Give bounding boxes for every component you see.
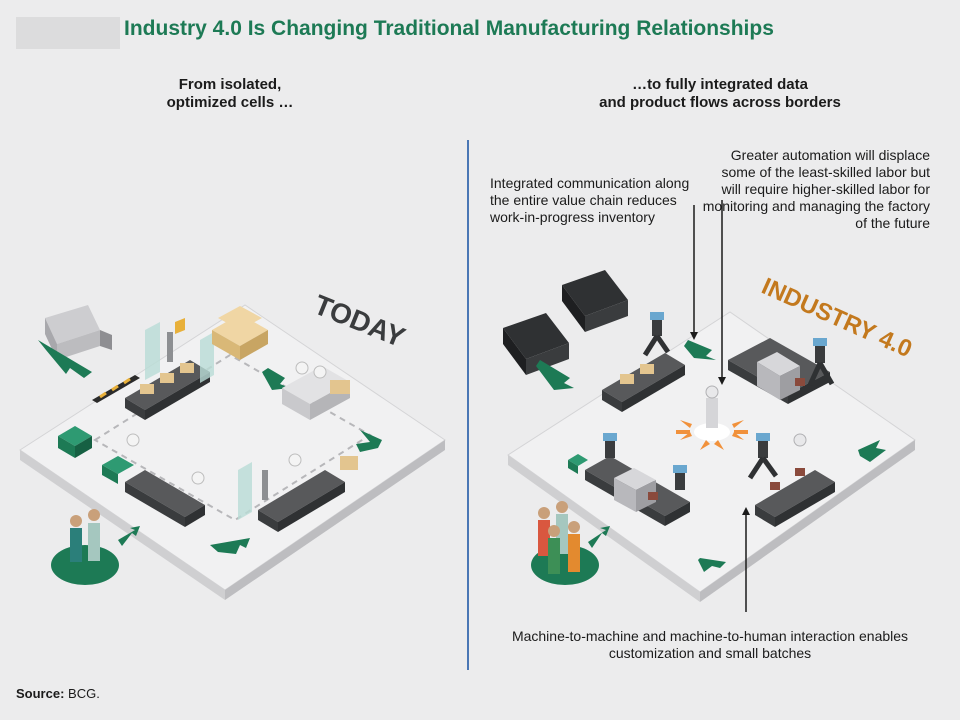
i40-supervisor: [676, 385, 748, 450]
today-cell-bottom-right: [238, 453, 358, 532]
left-heading-line1: From isolated,: [178, 76, 282, 93]
today-outbound-arrow: [118, 526, 140, 546]
today-platform-edge-left: [20, 450, 225, 600]
today-cell-top: [125, 318, 214, 420]
source-value: BCG.: [68, 686, 100, 701]
callout-interaction-arrowhead: [742, 507, 750, 515]
today-green-products: [58, 426, 134, 484]
callout-automation: Greater automation will displace some of…: [702, 147, 930, 231]
source-note: Source: BCG.: [16, 686, 100, 701]
i40-inbound-arrow: [536, 360, 574, 390]
today-worker: [126, 433, 140, 447]
callout-communication: Integrated communication along the entir…: [490, 175, 690, 225]
blurred-logo: [16, 17, 120, 49]
today-platform-edge-right: [225, 440, 445, 600]
callout-communication-arrowhead: [690, 332, 698, 340]
right-heading-line1: …to fully integrated data: [632, 76, 808, 93]
left-heading: From isolated, optimized cells …: [130, 76, 330, 112]
i40-truck-bottom: [503, 313, 569, 375]
i40-green-products: [568, 454, 588, 474]
i40-cell-top-right: [728, 338, 835, 404]
left-heading-line2: optimized cells …: [166, 94, 294, 111]
today-inbound-arrow: [38, 340, 92, 378]
i40-customers: [531, 501, 599, 585]
today-customers: [51, 509, 119, 585]
i40-arrow-bottom: [698, 558, 726, 572]
today-cell-bottom-left: [125, 470, 205, 527]
page-title: Industry 4.0 Is Changing Traditional Man…: [124, 17, 774, 40]
i40-arrow-right: [858, 440, 886, 462]
right-heading-line2: and product flows across borders: [599, 94, 841, 111]
i40-truck-top: [562, 270, 628, 332]
today-arrow-right-1: [262, 368, 290, 390]
today-pallet-stack: [212, 306, 268, 360]
source-label: Source:: [16, 686, 65, 701]
panel-divider: [467, 140, 469, 670]
callout-automation-arrowhead: [718, 377, 726, 385]
today-arrow-right-2: [356, 430, 382, 452]
today-truck: [45, 305, 112, 360]
callout-interaction: Machine-to-machine and machine-to-human …: [511, 628, 909, 661]
i40-cell-top-left: [602, 312, 685, 412]
today-cell-right: [282, 361, 350, 420]
right-heading: …to fully integrated data and product fl…: [560, 76, 880, 112]
i40-outbound-arrow: [588, 526, 610, 548]
today-arrow-bottom: [210, 538, 250, 554]
i40-platform-edge-right: [700, 440, 915, 602]
i40-arrow-top: [684, 340, 716, 360]
i40-cell-left: [585, 433, 690, 526]
i40-cell-right: [747, 433, 835, 527]
today-hazard-tape: [92, 375, 140, 403]
